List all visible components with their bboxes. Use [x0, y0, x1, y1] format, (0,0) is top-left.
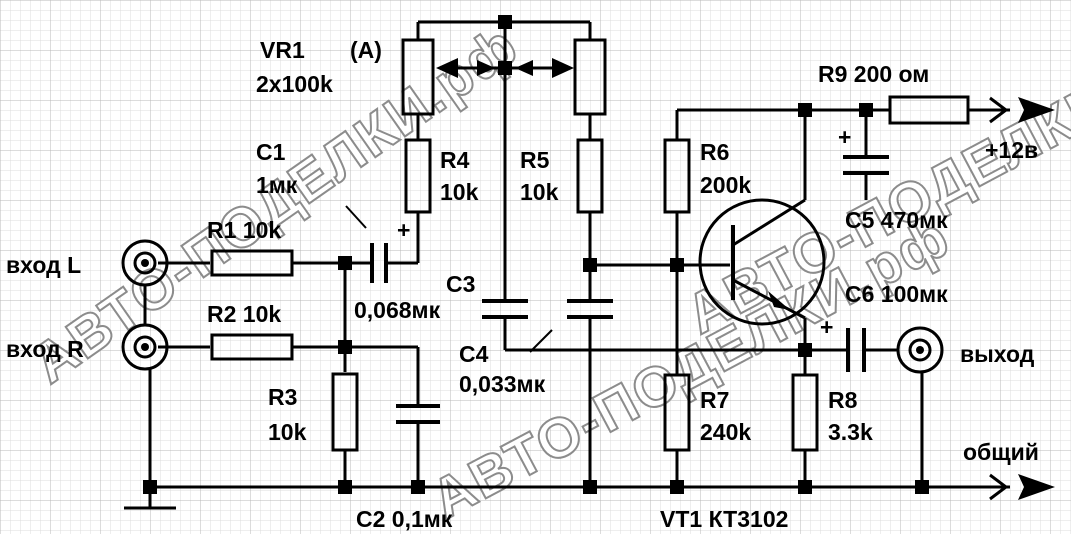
capacitor-c3 — [482, 299, 528, 319]
resistor-r3 — [331, 372, 359, 452]
input-jack-r — [121, 323, 169, 371]
label-r9: R9 200 ом — [818, 61, 929, 87]
resistor-r8 — [791, 373, 819, 452]
label-vr1: VR1 — [260, 37, 305, 63]
supply-arrow — [989, 96, 1055, 124]
resistor-r7 — [663, 373, 691, 452]
capacitor-c2 — [396, 404, 440, 424]
capacitor-c6 — [846, 328, 866, 372]
polarity-mark-c1: + — [397, 217, 410, 243]
label-vr1-value: 2х100k — [256, 71, 333, 97]
label-c4-value: 0,033мк — [459, 371, 546, 397]
label-c4: C4 — [459, 341, 489, 367]
output-jack — [896, 326, 944, 374]
label-c5: C5 470мк — [845, 207, 948, 233]
label-r3: R3 — [268, 384, 297, 410]
label-r1: R1 10k — [207, 217, 281, 243]
label-supply: +12в — [985, 137, 1038, 163]
label-c2: C2 0,1мк — [356, 506, 453, 532]
junction-dots — [143, 15, 929, 494]
label-c3: C3 — [446, 271, 475, 297]
resistor-r6 — [663, 138, 691, 214]
label-r8-value: 3.3k — [828, 419, 873, 445]
label-common: общий — [963, 439, 1039, 465]
polarity-mark-c5: + — [838, 124, 851, 150]
label-vr1-channel: (A) — [350, 37, 382, 63]
polarity-mark-c6: + — [820, 314, 833, 340]
label-vt1: VT1 КТ3102 — [660, 506, 788, 532]
label-output: выход — [960, 341, 1035, 367]
capacitor-c4 — [529, 299, 613, 353]
components — [121, 38, 1055, 501]
label-input-r: вход R — [6, 336, 84, 362]
label-r6: R6 — [700, 139, 729, 165]
label-r3-value: 10k — [268, 419, 307, 445]
label-c1-value: 1мк — [256, 172, 298, 198]
potentiometer-vr1b — [573, 38, 607, 116]
transistor-vt1 — [698, 198, 826, 326]
common-arrow — [989, 473, 1055, 501]
label-r5-value: 10k — [520, 179, 559, 205]
label-r5: R5 — [520, 147, 550, 173]
resistor-r9 — [888, 95, 970, 125]
resistor-r2 — [210, 333, 294, 361]
label-r7: R7 — [700, 387, 729, 413]
label-r7-value: 240k — [700, 419, 751, 445]
capacitor-c5 — [843, 155, 889, 175]
capacitor-c1 — [345, 205, 388, 283]
label-r6-value: 200k — [700, 172, 751, 198]
input-jack-l — [121, 239, 169, 287]
resistor-r4 — [404, 138, 432, 214]
label-r4-value: 10k — [440, 179, 479, 205]
label-input-l: вход L — [6, 252, 81, 278]
labels: VR1 (A) 2х100k C1 1мк R1 10k R2 10k вход… — [6, 37, 1039, 532]
resistor-r1 — [210, 249, 294, 277]
label-r4: R4 — [440, 147, 470, 173]
label-r2: R2 10k — [207, 301, 281, 327]
label-r8: R8 — [828, 387, 858, 413]
potentiometer-vr1a — [401, 38, 435, 116]
label-c6: C6 100мк — [845, 281, 948, 307]
label-c1b-value: 0,068мк — [354, 297, 441, 323]
resistor-r5 — [576, 138, 604, 214]
label-c1: C1 — [256, 139, 286, 165]
